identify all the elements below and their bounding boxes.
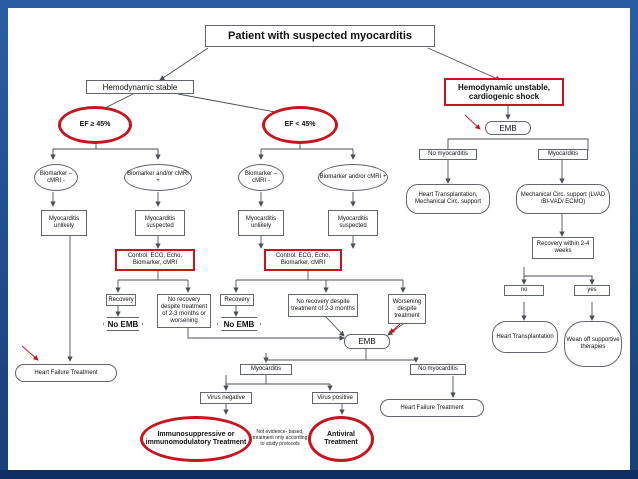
slide-canvas: Patient with suspected myocarditis Hemod…: [8, 8, 630, 470]
virus-positive-node: Virus positive: [312, 392, 358, 404]
myocarditis-unlikely-2-node: Myocarditis unlikely: [238, 210, 284, 236]
edge-recovery-noyes: [523, 267, 593, 284]
heart-transplant-mcs-node: Heart Transplantation, Mechanical Circ. …: [406, 184, 490, 214]
antiviral-treatment-node: Antiviral Treatment: [308, 416, 374, 462]
edge-root-stable: [159, 47, 209, 81]
control-2-node: Control: ECG, Echo, Biomarker, cMRI: [264, 249, 342, 271]
control-1-node: Control: ECG, Echo, Biomarker, cMRI: [115, 249, 195, 271]
slide-bottom-bar: [0, 470, 638, 479]
no-emb-2-node: No EMB: [217, 317, 261, 331]
edge-stable-eflow: [177, 93, 287, 116]
red-arrow-emb-top: [464, 114, 481, 130]
myocarditis-suspected-2-node: Myocarditis suspected: [328, 210, 378, 236]
no-myocarditis-mid-node: No myocarditis: [410, 364, 466, 375]
recovery-1-node: Recovery: [106, 294, 136, 306]
biomarker-neg-2-node: Biomarker – cMRI -: [238, 164, 284, 191]
wean-off-node: Wean off supportive therapies: [564, 321, 622, 367]
myocarditis-mid-node: Myocarditis: [240, 364, 292, 375]
recovery-2-node: Recovery: [220, 294, 254, 306]
no-emb-1-node: No EMB: [103, 317, 143, 331]
evidence-note: Not evidence- based, treatment only acco…: [252, 429, 308, 447]
edge-efhigh-bio: [52, 148, 159, 157]
hemodynamic-stable-node: Hemodynamic stable: [86, 80, 194, 94]
virus-negative-node: Virus negative: [200, 392, 252, 404]
heart-transplantation-node: Heart Transplantation: [492, 321, 558, 353]
no-recovery-1-node: No recovery despite treatment of 2-3 mon…: [157, 294, 211, 328]
yes-node: yes: [574, 285, 610, 296]
ef-low-node: EF < 45%: [262, 106, 338, 144]
myocarditis-top-node: Myocarditis: [538, 149, 588, 160]
immuno-treatment-node: Immunosuppressive or immunomodulatory Tr…: [140, 416, 252, 462]
emb-top-node: EMB: [485, 121, 531, 135]
myocarditis-suspected-1-node: Myocarditis suspected: [135, 210, 185, 236]
worsening-node: Worsening despite treatment: [388, 294, 426, 324]
connector-lines: [21, 47, 595, 415]
no-recovery-2-node: No recovery despite treatment of 2-3 mon…: [288, 294, 358, 317]
mcs-lvad-node: Mechanical Circ. support (LVAD /BI-VAD/ …: [516, 184, 610, 214]
edge-norecovery1-emb: [187, 328, 345, 341]
hemodynamic-unstable-node: Hemodynamic unstable, cardiogenic shock: [444, 78, 564, 106]
biomarker-pos-1-node: Biomarker and/or cMRI +: [124, 164, 192, 191]
no-myocarditis-top-node: No myocarditis: [419, 149, 477, 160]
edge-root-unstable: [427, 47, 501, 81]
red-arrow-heart-failure: [21, 345, 39, 361]
edge-emb-branches: [447, 138, 589, 151]
red-arrow-emb-mid: [389, 323, 401, 334]
ef-high-node: EF ≥ 45%: [58, 106, 132, 144]
recovery-weeks-node: Recovery within 2-4 weeks: [532, 237, 594, 259]
biomarker-neg-1-node: Biomarker – cMRI -: [34, 164, 78, 191]
myocarditis-unlikely-1-node: Myocarditis unlikely: [41, 210, 87, 236]
no-node: no: [504, 285, 544, 296]
root-node: Patient with suspected myocarditis: [205, 25, 435, 47]
emb-mid-node: EMB: [344, 334, 390, 349]
biomarker-pos-2-node: Biomarker and/or cMRI +: [318, 164, 388, 191]
heart-failure-left-node: Heart Failure Treatment: [15, 364, 117, 382]
heart-failure-right-node: Heart Failure Treatment: [380, 399, 484, 417]
